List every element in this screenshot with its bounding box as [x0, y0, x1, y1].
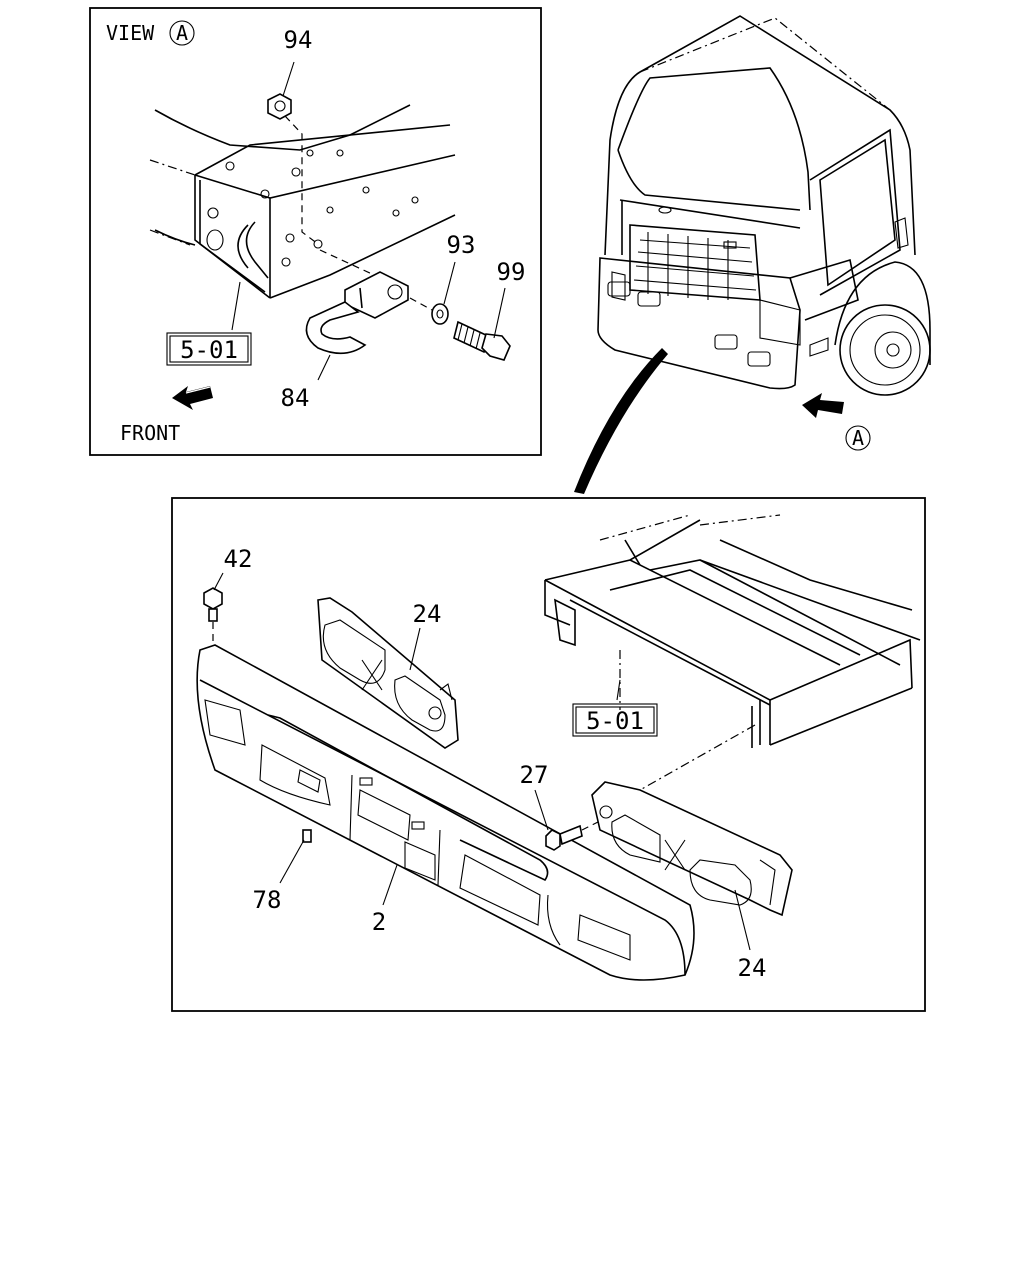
chassis-frame-drawing [544, 514, 921, 791]
callout-78: 78 [253, 886, 282, 914]
view-marker-circle [169, 20, 195, 46]
callout-24-left: 24 [413, 600, 442, 628]
truck-view-marker-circle [845, 425, 871, 451]
washer-93-drawing [409, 297, 449, 325]
bumper-2-drawing [196, 644, 695, 981]
bolt-27-drawing [545, 821, 599, 851]
right-bracket-24-drawing [591, 781, 793, 917]
front-label: FRONT [120, 421, 180, 445]
truck-cab-drawing [597, 15, 931, 396]
view-marker-letter: A [176, 21, 188, 45]
callout-24-right: 24 [738, 954, 767, 982]
bumper-panel: 5-01 [171, 497, 926, 1012]
clip-78-drawing [302, 829, 312, 843]
callout-27: 27 [520, 761, 549, 789]
callout-99: 99 [497, 258, 526, 286]
truck-view-marker-letter: A [852, 426, 864, 450]
ref-box-frame [166, 332, 252, 366]
bolt-99-drawing [453, 320, 511, 361]
nut-94-drawing [267, 93, 319, 245]
ref-box-label-view: 5-01 [180, 336, 238, 364]
callout-42: 42 [224, 545, 253, 573]
view-title: VIEW [106, 21, 155, 45]
callout-94: 94 [284, 26, 313, 54]
ref-box-frame-bumper [572, 703, 658, 737]
left-bracket-24-drawing [317, 597, 459, 749]
view-a-arrow-icon [802, 393, 844, 418]
front-arrow-icon [172, 386, 213, 410]
callout-93: 93 [447, 231, 476, 259]
callout-2: 2 [372, 908, 386, 936]
ref-box-label-bumper: 5-01 [586, 707, 644, 735]
callout-84: 84 [281, 384, 310, 412]
tow-hook-84-drawing [305, 249, 409, 355]
view-a-panel: VIEW A [89, 7, 542, 456]
bolt-42-drawing [203, 587, 223, 665]
frame-rail-drawing [149, 104, 456, 299]
pointer-curve [574, 348, 668, 494]
